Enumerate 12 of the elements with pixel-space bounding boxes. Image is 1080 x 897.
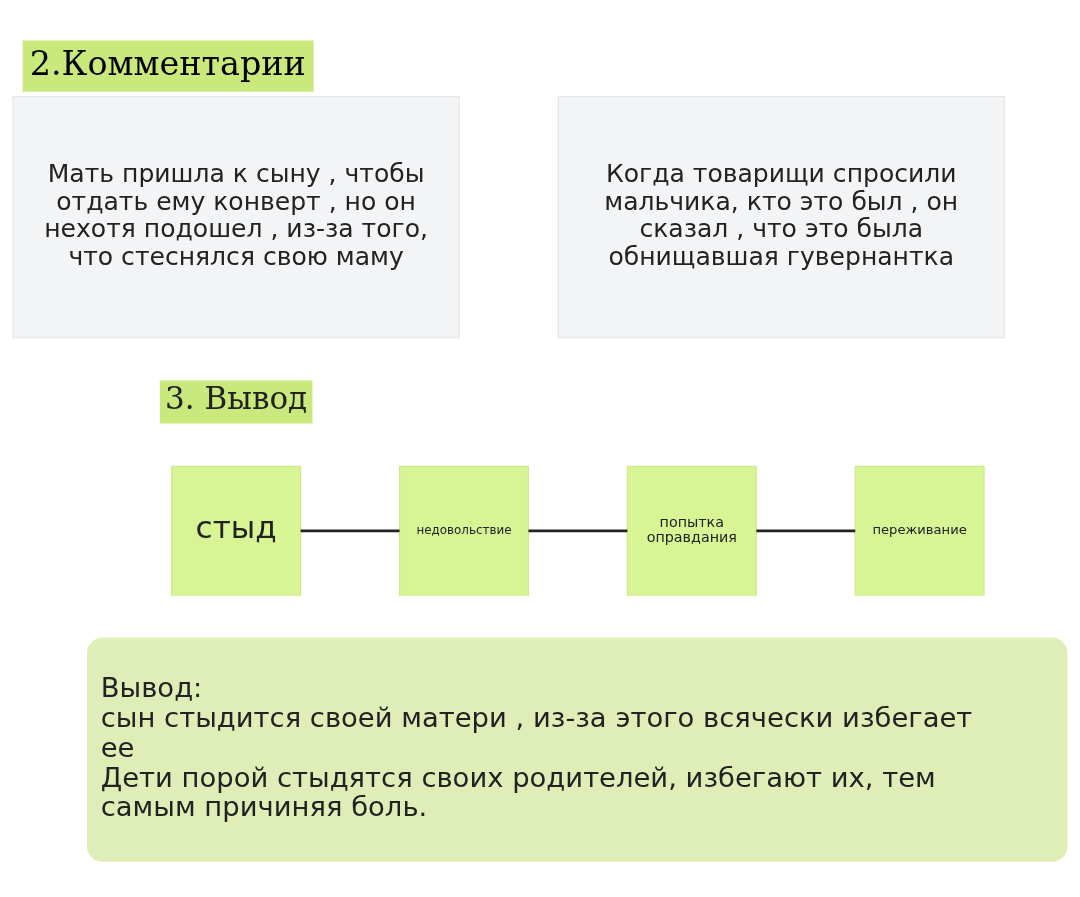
node-box: недовольствие (398, 465, 529, 596)
node-box: Мать пришла к сыну , чтобы отдать ему конверт , но он нехотя подошел , из-за того, что стеснялся свою маму (12, 96, 460, 339)
diagram-title: 2.Комментарии (29, 44, 306, 84)
connector (756, 529, 856, 533)
connector (300, 529, 400, 533)
node-box: попытка оправдания (626, 465, 757, 596)
label: 3. Вывод (165, 380, 308, 417)
node-box: переживание (854, 465, 985, 596)
node-box: стыд (171, 465, 302, 596)
node-box: Когда товарищи спросили мальчика, кто это был , он сказал , что это была обнищавшая гувернантка (557, 96, 1005, 339)
connector (528, 529, 628, 533)
node-box: Вывод: сын стыдится своей матери , из-за этого всячески избегает ее Дети порой стыдятся своих родителей, избегают их, тем самым причиняя боль. (87, 637, 1068, 862)
